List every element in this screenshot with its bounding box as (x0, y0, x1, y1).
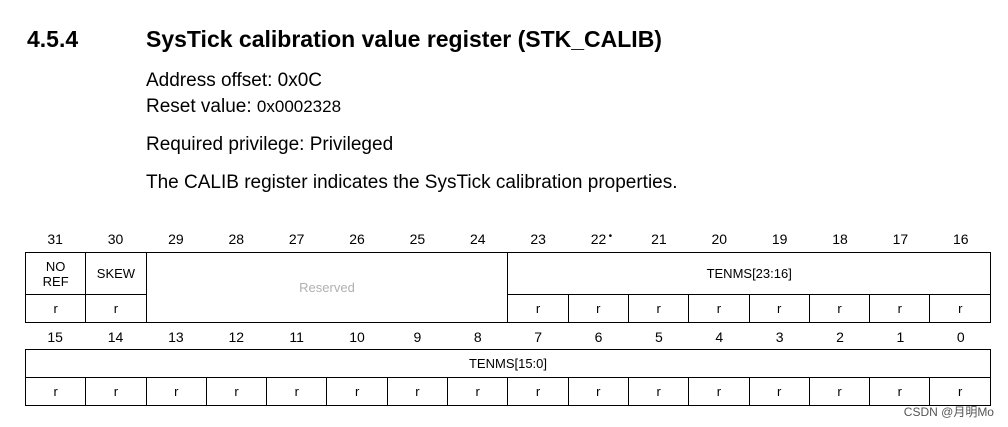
access-bit-20: r (688, 294, 750, 323)
access-bit-10: r (326, 377, 388, 406)
bit-number-12: 12 (228, 329, 245, 345)
section-title: SysTick calibration value register (STK_… (146, 26, 662, 52)
access-bit-7: r (507, 377, 569, 406)
bit-number-1: 1 (896, 329, 905, 345)
bit-number-27: 27 (288, 231, 305, 247)
bit-number-23: 23 (530, 231, 546, 247)
access-bit-0: r (929, 377, 991, 406)
bit-number-28: 28 (228, 231, 245, 247)
field-tenms-low: TENMS[15:0] (25, 349, 991, 378)
access-bit-30: r (85, 294, 147, 323)
bit-number-14: 14 (107, 329, 124, 345)
csdn-watermark: CSDN @月明Mo (903, 405, 994, 419)
bit-number-21: 21 (651, 231, 667, 247)
bit-number-15: 15 (47, 329, 63, 345)
access-bit-15: r (24, 377, 87, 406)
bit-number-13: 13 (168, 329, 184, 345)
access-bit-13: r (145, 377, 207, 406)
reset-value-label: Reset value: (146, 96, 252, 117)
bit-number-19: 19 (771, 231, 788, 247)
access-bit-1: r (869, 377, 931, 406)
bit-number-5: 5 (655, 329, 663, 345)
access-bit-5: r (627, 377, 690, 406)
reset-value: 0x0002328 (256, 97, 342, 116)
access-bit-11: r (266, 377, 328, 406)
bit-22-marker: • (608, 231, 613, 242)
bit-number-26: 26 (349, 231, 365, 247)
register-upper-half: NO REF SKEW Reserved TENMS[23:16] r r r … (24, 252, 991, 323)
access-bit-9: r (386, 377, 449, 406)
bit-number-9: 9 (413, 329, 422, 345)
bit-number-16: 16 (953, 231, 969, 247)
access-bit-14: r (85, 377, 147, 406)
access-bit-6: r (567, 377, 629, 406)
field-tenms-high: TENMS[23:16] (507, 252, 991, 295)
reset-value-line: Reset value: 0x0002328 (146, 96, 341, 118)
register-description: The CALIB register indicates the SysTick… (146, 172, 678, 193)
access-bit-22: r (567, 294, 629, 323)
access-bit-31: r (24, 294, 87, 323)
bit-number-29: 29 (168, 231, 184, 247)
access-bit-21: r (627, 294, 690, 323)
access-bit-17: r (869, 294, 931, 323)
address-offset: Address offset: 0x0C (146, 70, 323, 91)
bit-number-18: 18 (832, 231, 848, 247)
access-bit-8: r (447, 377, 509, 406)
section-number: 4.5.4 (27, 26, 79, 52)
bit-number-7: 7 (534, 329, 543, 345)
bit-number-2: 2 (836, 329, 844, 345)
bit-number-20: 20 (711, 231, 728, 247)
bit-number-10: 10 (349, 329, 365, 345)
access-bit-16: r (929, 294, 991, 323)
bit-number-6: 6 (594, 329, 603, 345)
access-bit-4: r (688, 377, 750, 406)
bit-number-3: 3 (775, 329, 784, 345)
field-skew: SKEW (85, 252, 147, 295)
bit-number-30: 30 (107, 231, 124, 247)
bit-number-22: 22 (590, 231, 607, 247)
bit-number-11: 11 (289, 329, 304, 345)
access-bit-2: r (808, 377, 871, 406)
access-bit-19: r (748, 294, 810, 323)
required-privilege: Required privilege: Privileged (146, 134, 394, 155)
bit-number-8: 8 (473, 329, 482, 345)
field-noref: NO REF (24, 252, 87, 295)
bit-number-25: 25 (409, 231, 426, 247)
bit-number-31: 31 (47, 231, 63, 247)
bit-number-24: 24 (470, 231, 486, 247)
access-bit-18: r (808, 294, 871, 323)
access-bit-12: r (205, 377, 268, 406)
bit-number-17: 17 (892, 231, 909, 247)
access-bit-23: r (507, 294, 569, 323)
bit-number-0: 0 (956, 329, 965, 345)
field-reserved: Reserved (145, 252, 509, 323)
bit-number-4: 4 (715, 329, 724, 345)
access-bit-3: r (748, 377, 810, 406)
